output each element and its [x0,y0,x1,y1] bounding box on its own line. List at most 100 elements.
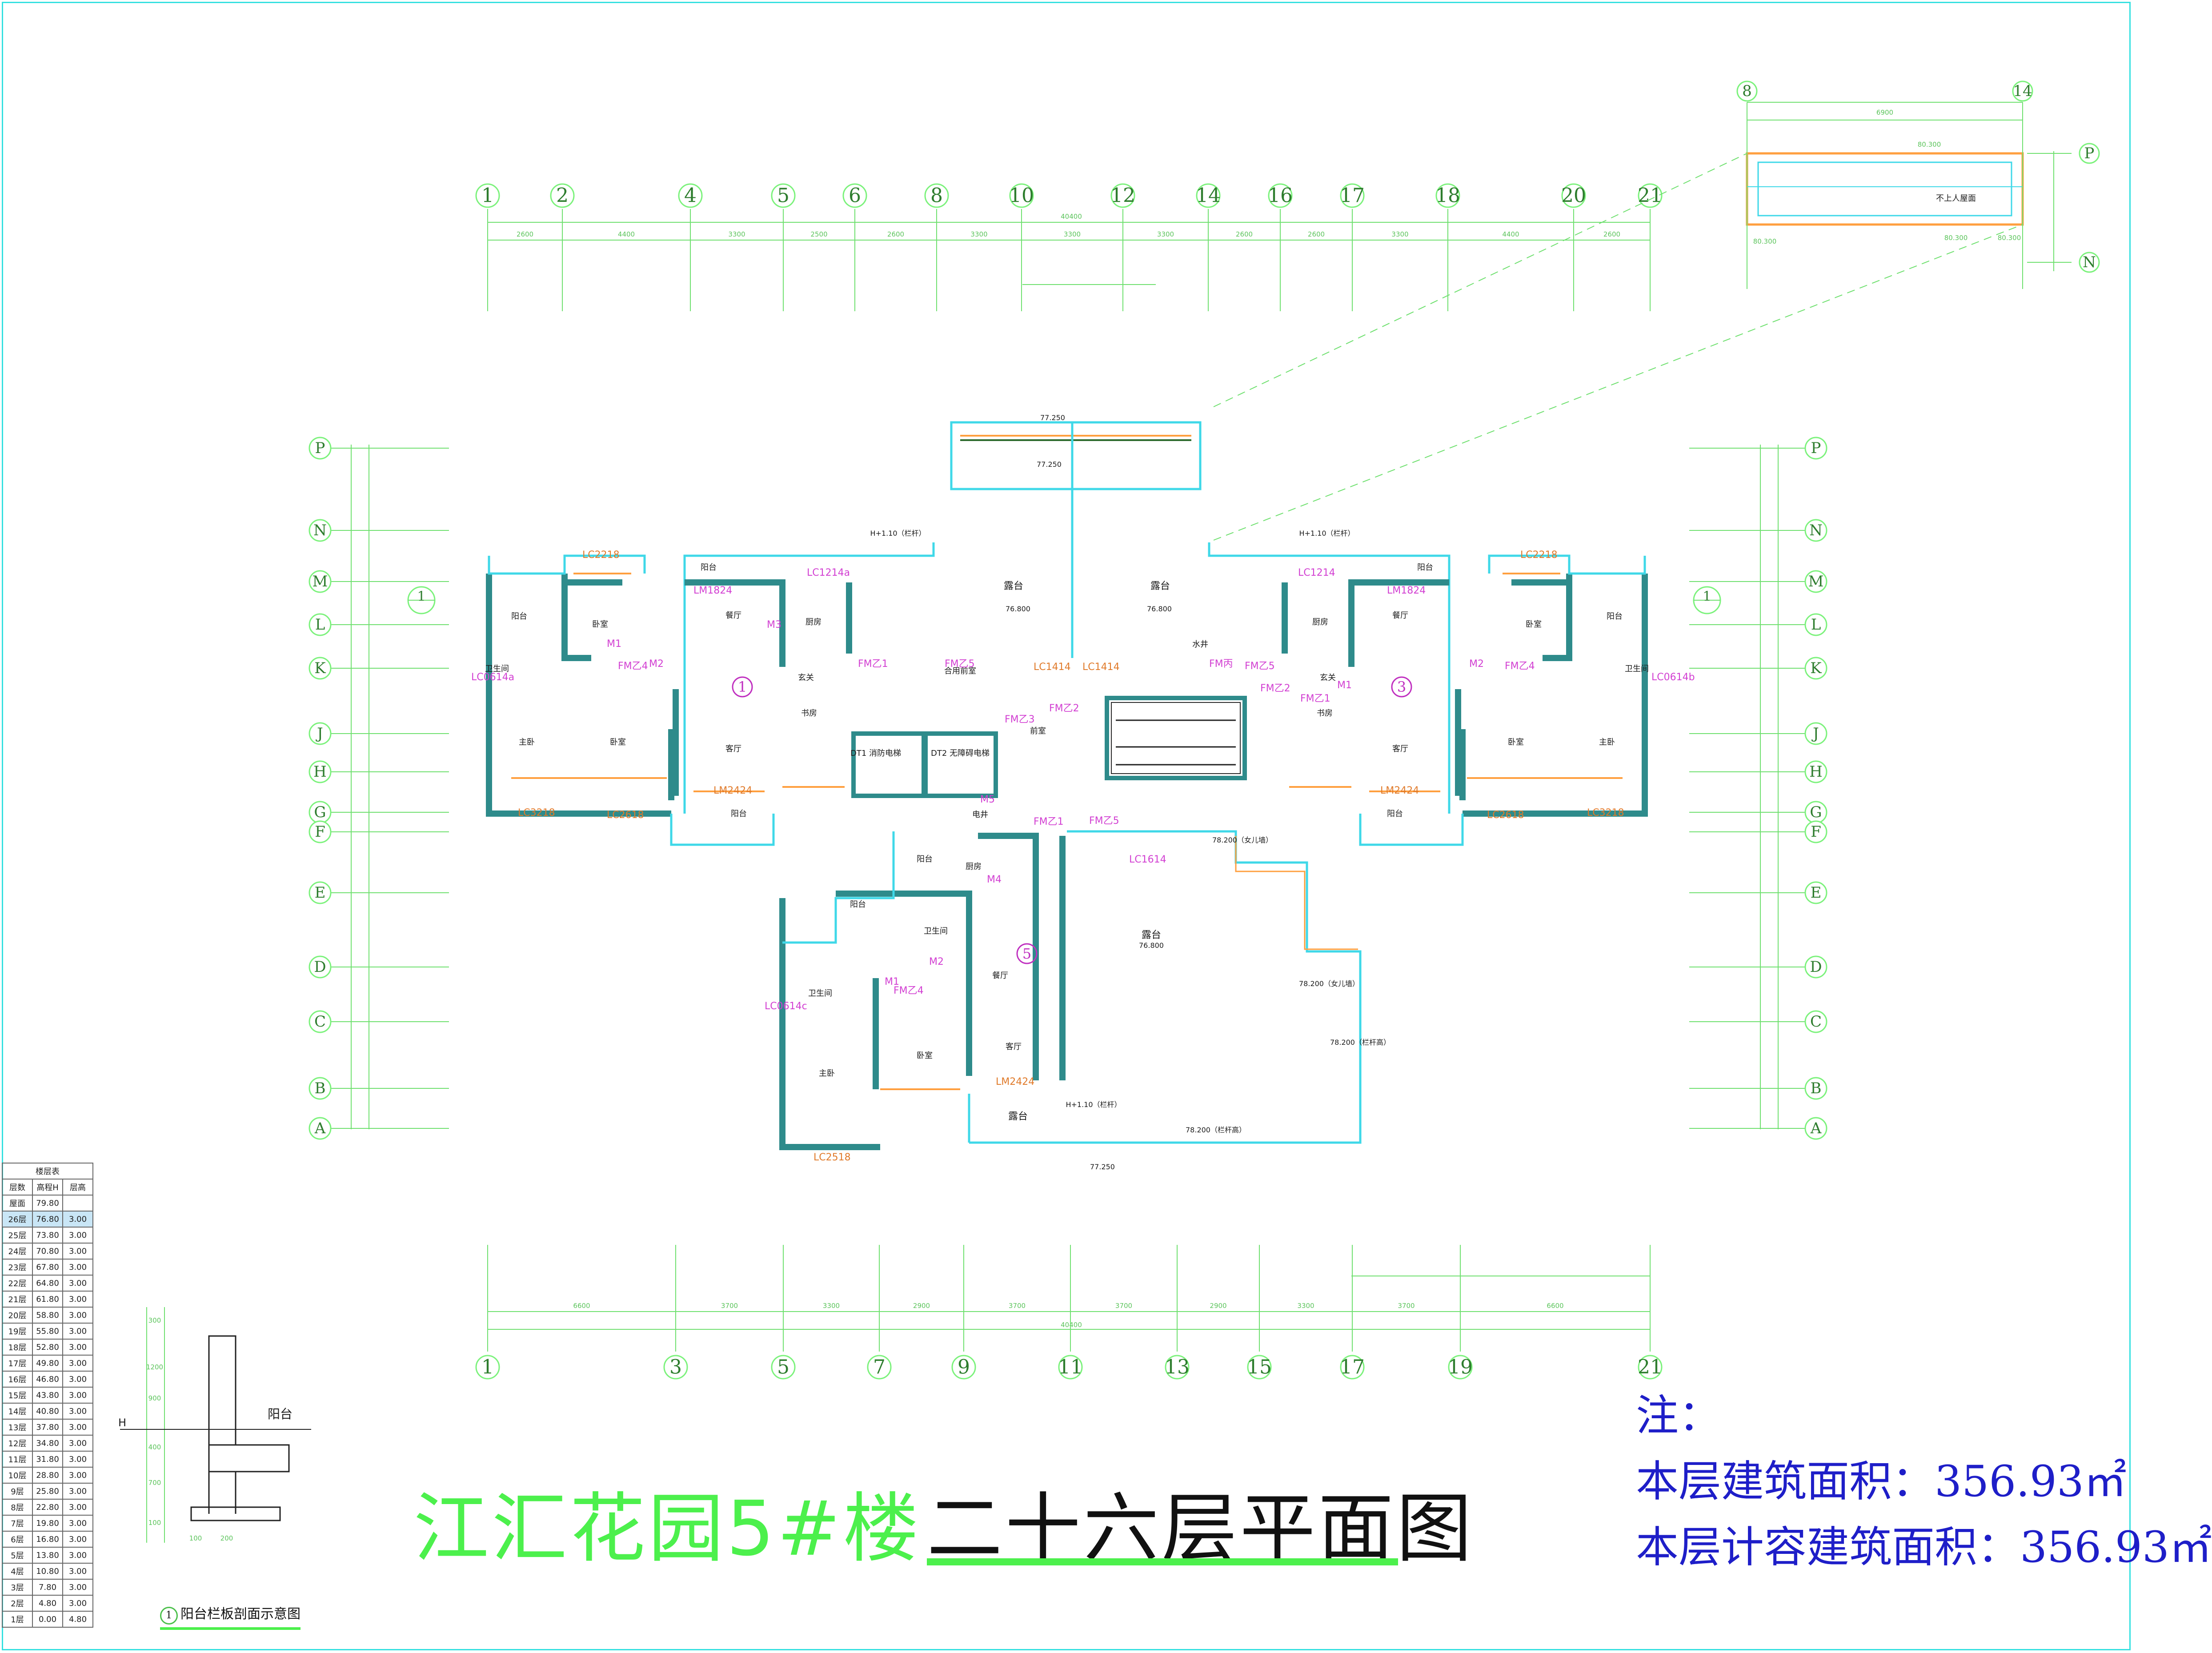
detail-dim-2: 900 [148,1394,161,1402]
axis-left-H: H [313,763,327,781]
elevation-1: 77.250 [1037,460,1062,469]
axis-top-14-circle [1196,183,1221,208]
axis-top-12: 12 [1110,185,1135,207]
axis-bottom-19: 19 [1448,1356,1473,1379]
floor-table-cell: 3.00 [62,1339,93,1356]
axis-right-N: N [1809,522,1823,539]
unit1-room-1: 卧室 [610,738,626,747]
detail-dim-6: 100 [189,1534,202,1542]
axis-left-L: L [315,616,325,634]
detail-dim-7: 200 [220,1534,233,1542]
dw-tag-40: M4 [987,874,1002,885]
floor-table-cell: 24层 [2,1243,33,1260]
roof-axis-14-circle [2012,80,2033,102]
axis-left-D-circle [309,955,332,979]
unit3-room-7: 阳台 [1607,612,1623,621]
axis-left-F: F [315,823,325,841]
bottom-dim-2: 3300 [823,1302,840,1310]
floor-table-cell: 3.00 [62,1563,93,1580]
floor-table-cell: 11层 [2,1451,33,1468]
floor-table-cell: 70.80 [32,1243,63,1260]
core-room-5: 前室 [1030,726,1046,736]
axis-left-G: G [314,803,326,821]
notes-building-area: 本层建筑面积：356.93㎡ [1636,1456,2127,1506]
floor-table-cell: 22.80 [32,1499,63,1516]
elevation-11: H+1.10（栏杆） [1299,529,1354,538]
dw-tag-2: LC1214a [807,567,850,578]
floor-table-cell: 3.00 [62,1387,93,1404]
floor-table-cell: 3.00 [62,1371,93,1388]
axis-bottom-19-circle [1448,1355,1473,1380]
roof-axis-N: N [2083,253,2096,271]
top-dim-3: 2500 [810,230,827,238]
core-room-6: 电井 [972,810,988,819]
top-dim-9: 2600 [1308,230,1325,238]
detail-number: 1 [160,1607,178,1625]
floor-table-cell: 73.80 [32,1227,63,1244]
unit5-room-2: 餐厅 [992,971,1008,980]
unit5-room-3: 客厅 [1006,1042,1022,1051]
top-dim-7: 3300 [1157,230,1174,238]
unit-1-marker: 1 [732,676,753,698]
top-dim-0: 2600 [517,230,533,238]
top-dim-4: 2600 [887,230,904,238]
axis-right-F: F [1811,823,1821,841]
unit3-room-5: 卫生间 [1625,664,1649,674]
dw-tag-13: LC1414 [1034,662,1071,673]
unit1-room-8: 阳台 [731,809,747,818]
axis-bottom-13-circle [1165,1355,1190,1380]
unit1-room-6: 卧室 [592,620,608,629]
floor-table-cell: 13.80 [32,1547,63,1564]
dw-tag-12: LM2424 [996,1076,1034,1087]
core-room-8: DT1 消防电梯 [850,749,901,758]
floor-table-cell: 3.00 [62,1211,93,1228]
floor-table-cell: 46.80 [32,1371,63,1388]
axis-bottom-17-circle [1340,1355,1365,1380]
axis-right-H-circle [1804,760,1827,783]
floor-table-cell: 0.00 [32,1611,63,1628]
axis-left-C: C [314,1013,326,1031]
floor-table-title: 楼层表 [2,1163,93,1180]
floor-table-cell: 9层 [2,1483,33,1500]
axis-top-20: 20 [1561,185,1586,207]
svg-text:1: 1 [1703,589,1711,605]
axis-left-K-circle [309,657,332,680]
notes-far-area: 本层计容建筑面积：356.93㎡ [1636,1522,2212,1572]
floor-table-cell: 3.00 [62,1259,93,1276]
floor-table-cell: 2层 [2,1595,33,1612]
elevation-7: 78.200（栏杆高） [1330,1038,1391,1047]
axis-left-L-circle [309,613,332,636]
top-dim-12: 2600 [1603,230,1620,238]
axis-right-P: P [1811,439,1821,457]
floor-table-cell: 3.00 [62,1515,93,1532]
dw-tag-4: LM1824 [693,585,732,596]
dw-tag-19: LC1614 [1129,854,1166,865]
core-room-9: DT2 无障碍电梯 [931,749,990,758]
axis-right-E-circle [1804,881,1827,904]
unit5-room-7: 阳台 [917,855,933,864]
axis-left-J: J [316,725,323,742]
floor-table-cell: 49.80 [32,1355,63,1372]
axis-bottom-1: 1 [481,1356,494,1379]
floor-table-cell [62,1195,93,1212]
roof-elev-2: 80.300 [1753,237,1777,245]
dw-tag-14: LC1414 [1082,662,1120,673]
notes-heading: 注： [1636,1391,1721,1440]
floor-table-cell: 16.80 [32,1531,63,1548]
axis-bottom-11-circle [1058,1355,1083,1380]
axis-left-J-circle [309,722,332,745]
detail-dim-5: 100 [148,1519,161,1527]
dw-tag-30: FM乙1 [1034,816,1064,827]
detail-room-label: 阳台 [268,1407,293,1421]
area-notes: 注： 本层建筑面积：356.93㎡ 本层计容建筑面积：356.93㎡ [1636,1383,2212,1580]
axis-bottom-7-circle [867,1355,892,1380]
top-dim-2: 3300 [728,230,745,238]
roof-axis-P: P [2084,144,2095,162]
